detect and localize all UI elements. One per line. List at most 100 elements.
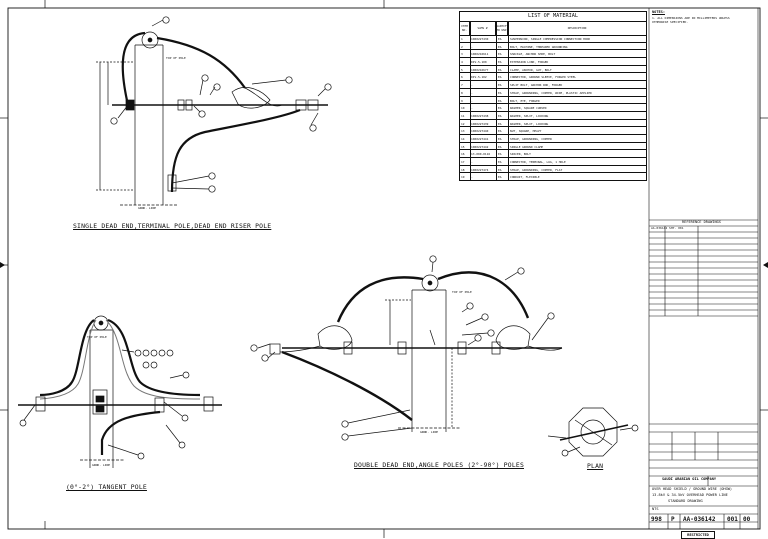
bom-item-no: 11 (461, 113, 465, 118)
caption-single-dead-end: SINGLE DEAD END,TERMINAL POLE,DEAD END R… (73, 222, 272, 230)
bom-qty: EA (498, 98, 502, 103)
bom-description: STRAP, GROUNDING, COPPER (510, 136, 552, 141)
bom-description: CONDUIT, FLEXIBLE (510, 175, 540, 180)
bom-header-sams: SAMS # (470, 21, 496, 35)
bom-item-no: 2 (461, 44, 463, 49)
bom-sams-no: 1000227439 (471, 121, 489, 126)
bom-description: STRAP, GROUNDING, COPPER, WIDE, PLASTIC … (510, 90, 592, 95)
bom-qty: EA (498, 152, 502, 157)
bom-qty: EA (498, 90, 502, 95)
bom-description: BOLT, EYE, FORGED (510, 98, 540, 103)
bom-qty: EA (498, 113, 502, 118)
bom-description: SHACKLE, ANCHOR SHOE, BOLT (510, 52, 556, 57)
bom-sams-no: DIV-5-100 (471, 60, 487, 65)
bom-sams-no: 1000216677 (471, 67, 489, 72)
bom-header-item: ITEM NO. (460, 21, 470, 35)
bom-divider (496, 21, 497, 180)
bom-item-no: 9 (461, 98, 463, 103)
bom-header-description: DESCRIPTION (567, 26, 587, 30)
bom-qty: EA (498, 67, 502, 72)
bom-item-no: 10 (461, 106, 465, 111)
title-block-grid (648, 8, 759, 529)
bom-description: SINGLE GROUND CLAMP (510, 144, 544, 149)
bom-qty: EA (498, 83, 502, 88)
view-plan (547, 407, 639, 457)
bom-qty: EA (498, 160, 502, 164)
bom-sams-no: 1000227442 (471, 144, 489, 149)
bom-description: WASHER, SPLIT, LOCKING (510, 121, 549, 126)
bom-divider (508, 21, 509, 180)
notes-line: OTHERWISE SPECIFIED. (652, 20, 689, 24)
reference-drawing-entry: AA-036142 SHT. 001 (651, 226, 684, 230)
bom-qty: EA (498, 136, 502, 141)
bom-qty: EA (498, 75, 502, 80)
bom-item-no: 13 (461, 129, 465, 134)
label-top-of-pole: TOP OF POLE (452, 290, 472, 294)
drawing-title-line3: STANDARD DRAWING (668, 499, 703, 503)
bom-sams-no: 1000227430 (471, 37, 489, 41)
label-ground-line: GRND. LINE (138, 206, 157, 210)
bom-row: 16 13-000-0116 EA SPACER, BOLT (460, 150, 646, 158)
bom-item-no: 6 (461, 75, 463, 80)
bom-description: SPACER, BOLT (510, 152, 531, 157)
bom-sams-no: 1000227438 (471, 113, 489, 118)
label-ground-line: GRND. LINE (420, 430, 439, 434)
view-double-dead-end (250, 255, 563, 441)
reference-drawings-title: REFERENCE DRAWINGS (682, 220, 721, 224)
notes-line: 1. ALL DIMENSIONS ARE IN MILLIMETERS UNL… (652, 16, 730, 20)
label-top-of-pole: TOP OF POLE (87, 335, 107, 339)
bom-qty: EA (498, 175, 502, 180)
bom-sams-no: - (471, 83, 473, 88)
bom-description: CONNECTOR, TERMINAL, LUG, 1 HOLE (510, 160, 566, 164)
bom-item-no: 5 (461, 67, 463, 72)
revision-number: 00 (743, 516, 751, 523)
drawing-number: AA-036142 (683, 516, 716, 523)
bom-qty: EA (498, 44, 502, 49)
bom-item-no: 15 (461, 144, 465, 149)
bom-description: NUT, SQUARE, HEAVY (510, 129, 542, 134)
bom-qty: EA (498, 60, 502, 65)
view-single-dead-end (96, 16, 332, 206)
bom-item-no: 19 (461, 175, 465, 180)
notes-title: NOTES: (652, 10, 665, 14)
bom-description: WASHER, SPLIT, LOCKING (510, 113, 549, 118)
bom-divider (470, 21, 471, 180)
bom-sams-no: - (471, 98, 473, 103)
bom-item-no: 16 (461, 152, 465, 157)
bom-row: 11 1000227438 EA WASHER, SPLIT, LOCKING (460, 112, 646, 120)
bom-description: EXTENSION LINK, FORGED (510, 60, 549, 65)
company-name: SAUDI ARABIAN OIL COMPANY (662, 477, 717, 481)
bom-description: CONNECTOR, GROUND SLEEVE, FORGED STEEL (510, 75, 577, 80)
bom-qty: EA (498, 37, 502, 41)
bom-item-no: 17 (461, 160, 465, 164)
index-letter: P (671, 516, 675, 523)
bom-sams-no: DIV-5-102 (471, 75, 487, 80)
bom-sams-no: - (471, 106, 473, 111)
caption-plan: PLAN (587, 462, 604, 470)
bom-header-qty: QUANTITY PER UNIT (495, 21, 508, 35)
bom-description: BOLT, MACHINE, THREADED GROUNDING (510, 44, 568, 49)
bom-qty: EA (498, 52, 502, 57)
bom-sams-no: 1000227474 (471, 167, 489, 172)
bom-sams-no: 13-000-0116 (471, 152, 491, 157)
bom-description: STRAP, GROUNDING, COPPER, FLAT (510, 167, 563, 172)
bom-header-row: ITEM NO. SAMS # QUANTITY PER UNIT DESCRI… (460, 21, 646, 36)
view-tangent (18, 315, 222, 468)
bom-item-no: 4 (461, 60, 463, 65)
bill-of-material-table: LIST OF MATERIAL ITEM NO. SAMS # QUANTIT… (459, 11, 647, 182)
scale-value: NTS (652, 507, 659, 511)
drawing-title-line1: OVER HEAD SHIELD / GROUND WIRE (OHGW) (652, 487, 733, 491)
label-top-of-pole: TOP OF POLE (166, 56, 186, 60)
